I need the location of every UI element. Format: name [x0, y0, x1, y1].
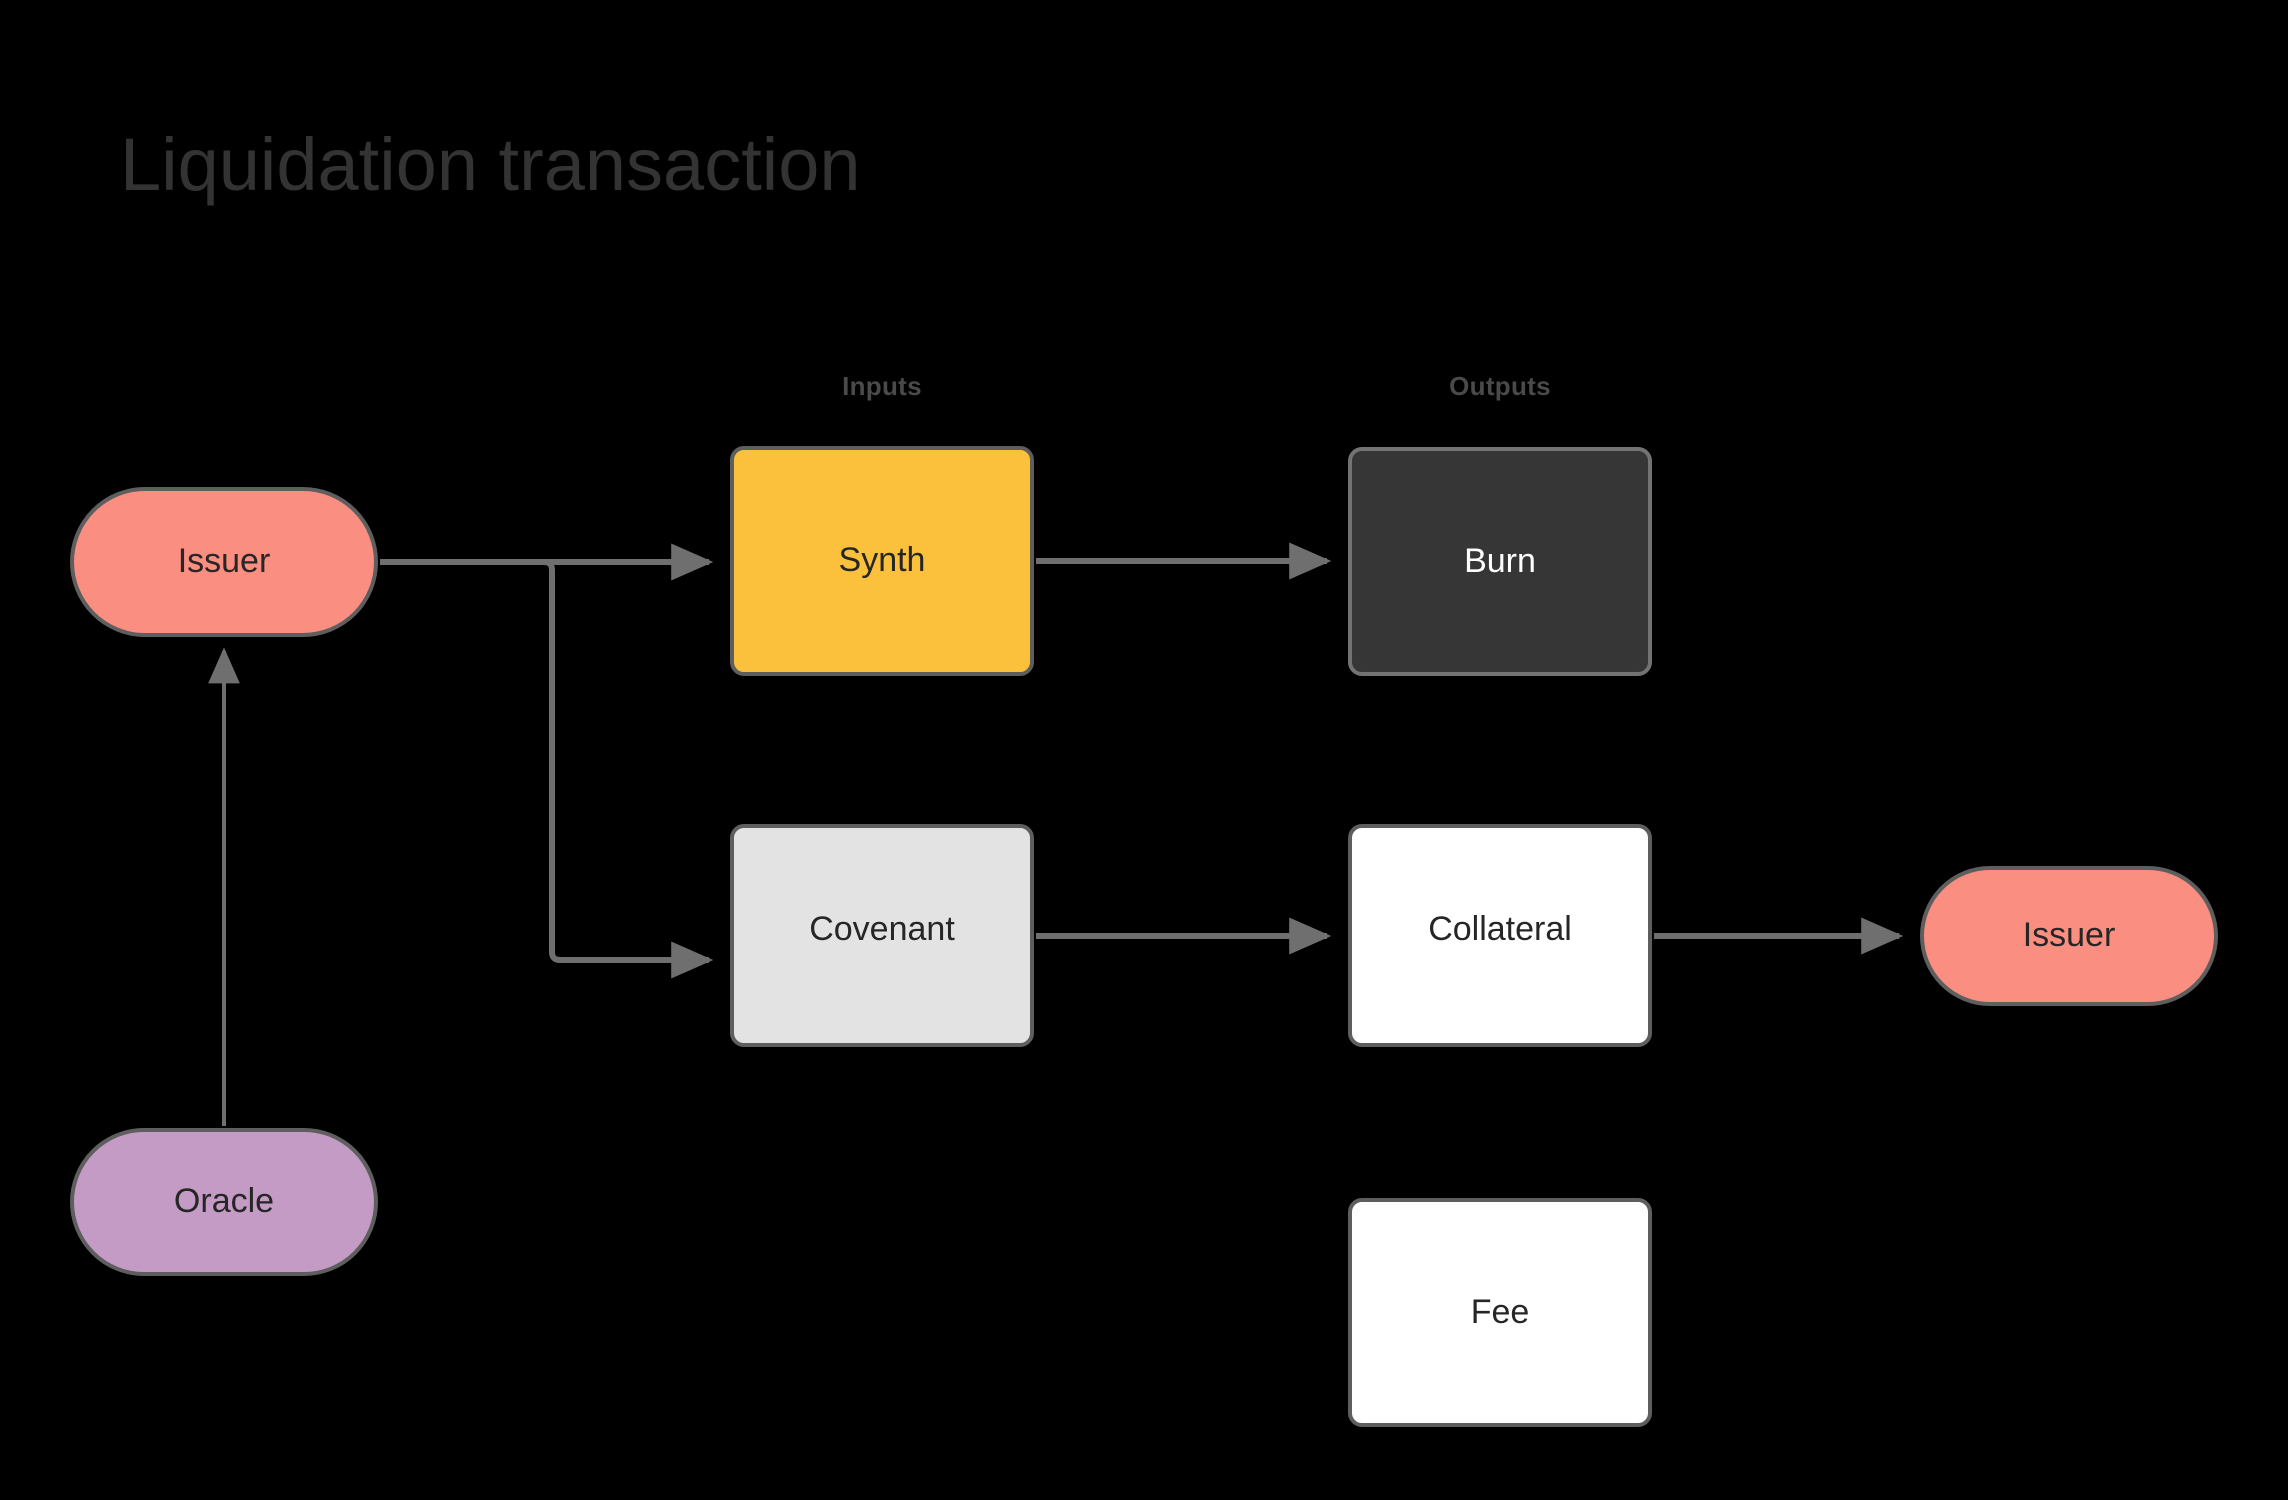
node-issuer-input[interactable]: Issuer [70, 487, 378, 637]
node-covenant[interactable]: Covenant [730, 824, 1034, 1047]
node-collateral[interactable]: Collateral [1348, 824, 1652, 1047]
node-label: Covenant [809, 910, 955, 948]
page-title: Liquidation transaction [120, 123, 861, 206]
node-oracle[interactable]: Oracle [70, 1128, 378, 1276]
node-label: Oracle [173, 1182, 275, 1221]
node-label: Issuer [177, 542, 271, 581]
node-label: Collateral [1428, 910, 1572, 948]
node-fee[interactable]: Fee [1348, 1198, 1652, 1427]
column-header-inputs: Inputs [842, 371, 922, 401]
node-label: Synth [838, 541, 926, 580]
node-burn[interactable]: Burn [1348, 447, 1652, 676]
node-issuer-output[interactable]: Issuer [1920, 866, 2218, 1006]
node-label: Fee [1470, 1292, 1530, 1331]
column-header-outputs: Outputs [1449, 371, 1551, 401]
edge-issuer-to-covenant [380, 559, 714, 979]
node-label: Burn [1464, 541, 1536, 580]
node-synth[interactable]: Synth [730, 446, 1034, 676]
node-label: Issuer [2022, 916, 2116, 955]
